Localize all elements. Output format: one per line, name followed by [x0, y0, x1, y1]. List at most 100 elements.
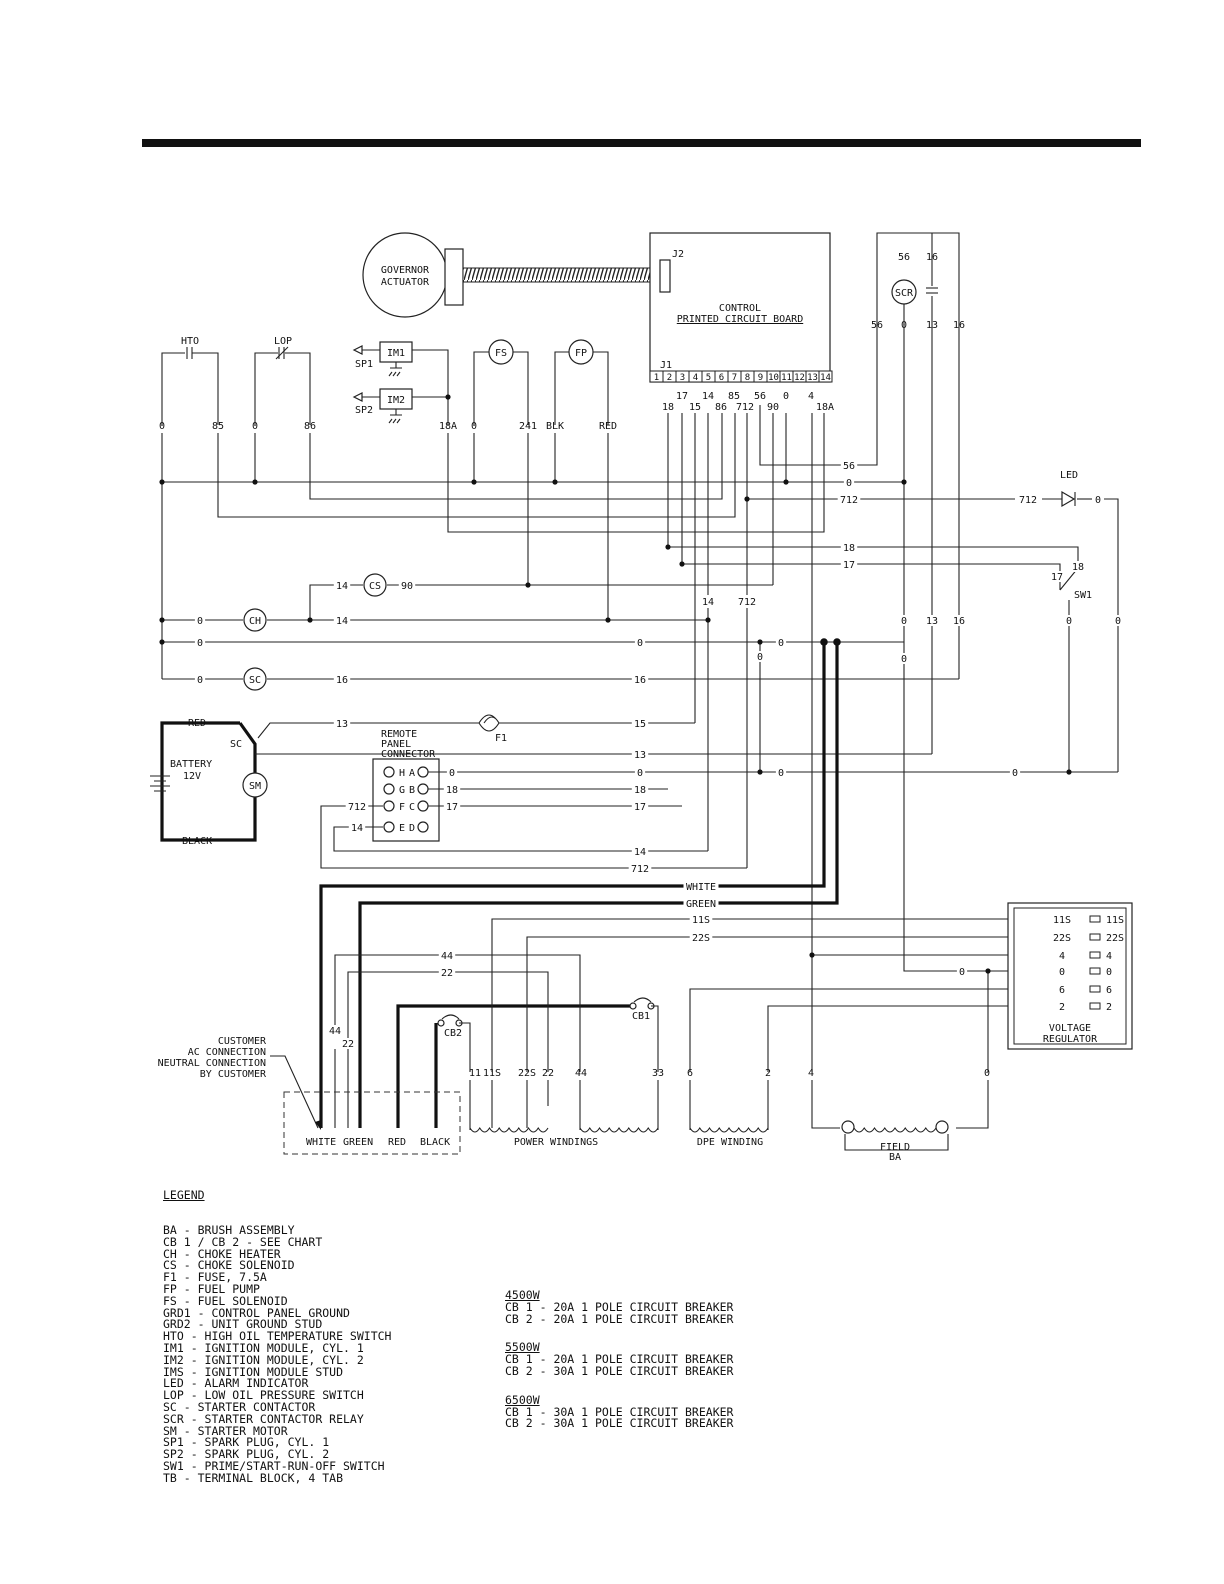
wire-label: 90: [401, 581, 413, 592]
breaker-line: CB 1 - 20A 1 POLE CIRCUIT BREAKER: [505, 1299, 734, 1314]
wire-label: 56: [898, 252, 910, 263]
red-terminal-label: RED: [388, 1137, 406, 1148]
wire-label: GREEN: [686, 899, 716, 910]
wire-label: 17: [446, 802, 458, 813]
scr-label: SCR: [895, 288, 914, 299]
sw1-label: SW1: [1074, 590, 1092, 601]
board-label-2: PRINTED CIRCUIT BOARD: [677, 314, 803, 325]
wire-label: 0: [757, 652, 763, 663]
winding-wire-label: 6: [687, 1068, 693, 1079]
sp2-label: SP2: [355, 405, 373, 416]
vr-terminal-label: 4: [1106, 951, 1112, 962]
vr-terminal-label: 6: [1106, 985, 1112, 996]
battery-label: BATTERY: [170, 759, 212, 770]
wire-label: 16: [953, 616, 965, 627]
wire-label: 0: [846, 478, 852, 489]
remote-pin-label: A: [409, 768, 415, 779]
wire-label: 0: [1012, 768, 1018, 779]
hto-label: HTO: [181, 336, 199, 347]
pin-wire-label: 17: [676, 391, 688, 402]
battery-voltage: 12V: [183, 771, 201, 782]
field-label: FIELD: [880, 1142, 910, 1153]
wire-label: 85: [212, 421, 224, 432]
vr-wire-label: 4: [1059, 951, 1065, 962]
legend-item: LOP - LOW OIL PRESSURE SWITCH: [163, 1388, 364, 1403]
vr-terminal-label: 2: [1106, 1002, 1112, 1013]
vr-label-2: REGULATOR: [1043, 1034, 1098, 1045]
j2-label: J2: [672, 249, 684, 260]
j1-pin-number: 1: [654, 373, 659, 383]
wire-label: 56: [843, 461, 855, 472]
control-board: [649, 232, 831, 383]
vr-wire-label: 0: [1059, 967, 1065, 978]
vr-terminal-label: 11S: [1106, 915, 1124, 926]
winding-wire-label: 33: [652, 1068, 664, 1079]
customer-label-2: AC CONNECTION: [188, 1047, 266, 1058]
dpe-winding-label: DPE WINDING: [697, 1137, 763, 1148]
wire-label: 241: [519, 421, 537, 432]
legend-item: IM1 - IGNITION MODULE, CYL. 1: [163, 1340, 364, 1355]
winding-wire-label: 2: [765, 1068, 771, 1079]
legend-item: HTO - HIGH OIL TEMPERATURE SWITCH: [163, 1329, 392, 1344]
vr-label-1: VOLTAGE: [1049, 1023, 1091, 1034]
wire-label: 18: [843, 543, 855, 554]
winding-wire-label: 4: [808, 1068, 814, 1079]
remote-pin-label: C: [409, 802, 415, 813]
wire-label: 712: [840, 495, 858, 506]
wire-label: 16: [336, 675, 348, 686]
customer-connection-box: [283, 1091, 461, 1155]
governor-cable: [462, 267, 661, 283]
wire-label: 16: [634, 675, 646, 686]
wire-label: 0: [197, 675, 203, 686]
fp-label: FP: [575, 348, 587, 359]
wire-label: 0: [901, 654, 907, 665]
sp1-label: SP1: [355, 359, 373, 370]
j1-pin-number: 13: [807, 373, 818, 383]
wire-label: 18: [634, 785, 646, 796]
sm-label: SM: [249, 781, 261, 792]
starter-motor: [242, 772, 268, 798]
wire-label: 22S: [692, 933, 710, 944]
board-label-1: CONTROL: [719, 303, 761, 314]
vr-wire-label: 2: [1059, 1002, 1065, 1013]
led-label: LED: [1060, 470, 1078, 481]
wire-label: 14: [336, 581, 348, 592]
wire-label: 0: [449, 768, 455, 779]
battery-red-label: RED: [188, 718, 206, 729]
ch-label: CH: [249, 616, 261, 627]
legend-item: TB - TERMINAL BLOCK, 4 TAB: [163, 1470, 344, 1485]
wire-label: 0: [778, 638, 784, 649]
wire-label: 0: [197, 638, 203, 649]
winding-coil: [853, 1126, 937, 1133]
vr-wire-label: 22S: [1053, 933, 1071, 944]
wire-label: 17: [1051, 572, 1063, 583]
fs-label: FS: [495, 348, 507, 359]
j1-pin-number: 12: [794, 373, 805, 383]
vr-wire-label: 11S: [1053, 915, 1071, 926]
j1-pin-number: 10: [768, 373, 779, 383]
legend-item: IM2 - IGNITION MODULE, CYL. 2: [163, 1352, 364, 1367]
pin-wire-label: 18A: [816, 402, 834, 413]
cb2-label: CB2: [444, 1028, 462, 1039]
pin-wire-label: 0: [783, 391, 789, 402]
breaker-model: 6500W: [505, 1392, 540, 1407]
battery-black-label: BLACK: [182, 836, 212, 847]
winding-coil: [469, 1126, 549, 1133]
im1-label: IM1: [387, 348, 405, 359]
ba-label: BA: [889, 1152, 901, 1163]
winding-wire-label: 11S: [483, 1068, 501, 1079]
pin-wire-label: 90: [767, 402, 779, 413]
winding-wire-label: 44: [575, 1068, 587, 1079]
winding-wire-label: 22S: [518, 1068, 536, 1079]
sc-contact-label: SC: [230, 739, 242, 750]
cb1-label: CB1: [632, 1011, 650, 1022]
wire-label: 15: [634, 719, 646, 730]
wire-label: 0: [778, 768, 784, 779]
wire-label: 0: [637, 638, 643, 649]
j1-pin: [818, 370, 833, 383]
